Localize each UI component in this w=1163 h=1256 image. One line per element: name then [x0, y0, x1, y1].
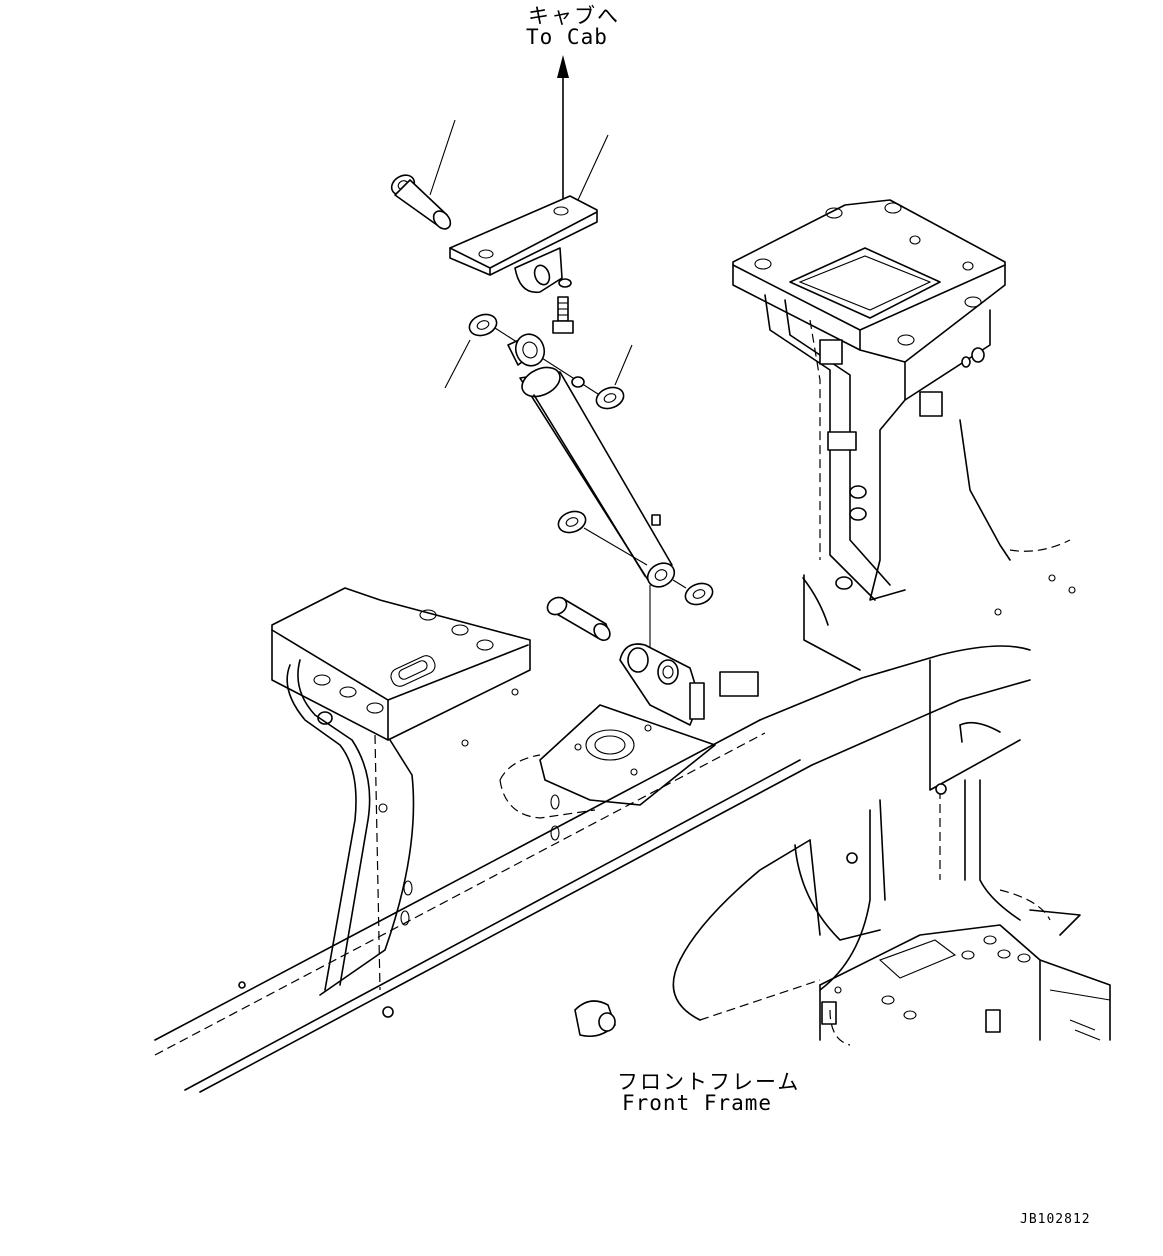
- thrust-washer-lower-right: [684, 582, 714, 606]
- thrust-washer-lower-left: [557, 510, 587, 534]
- lock-washer: [558, 278, 572, 288]
- front-frame-right-lower: [574, 659, 1111, 1046]
- mounting-bolt: [552, 296, 574, 334]
- to-cab-label-en: To Cab: [526, 25, 608, 49]
- front-frame-side-rail: [154, 645, 1031, 1093]
- damper-cylinder: [507, 333, 676, 588]
- to-cab-arrow: [557, 55, 569, 206]
- front-frame-label-jp: フロントフレーム: [617, 1070, 801, 1094]
- drawing-code: JB102812: [1020, 1212, 1091, 1227]
- leader-lines: [429, 119, 633, 389]
- thrust-washer-left: [468, 313, 498, 337]
- to-cab-label-jp: キャブへ: [528, 4, 620, 28]
- thrust-washer-right: [595, 386, 625, 410]
- front-frame-left-mount: [271, 587, 531, 996]
- front-frame-right-tower: [719, 199, 1076, 697]
- mounting-pin-lower: [546, 596, 611, 642]
- cab-bracket-plate: [449, 195, 598, 294]
- mounting-pin-upper: [390, 174, 452, 230]
- frame-clevis-bracket: [539, 643, 716, 806]
- front-frame-label-en: Front Frame: [622, 1091, 773, 1115]
